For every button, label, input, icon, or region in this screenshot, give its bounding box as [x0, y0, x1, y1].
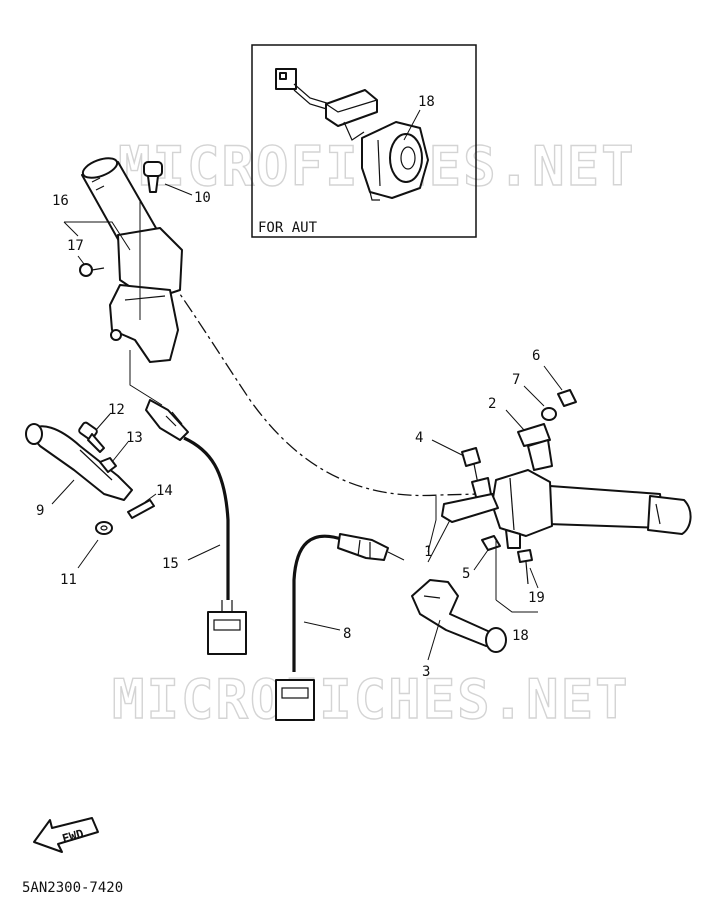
- callout-18: 18: [512, 628, 529, 644]
- callout-10: 10: [194, 190, 211, 206]
- connector-15: [145, 399, 189, 441]
- callout-14: 14: [156, 483, 173, 499]
- nut-5: [481, 535, 501, 551]
- nut-11: [95, 521, 113, 535]
- leader-18-inset: [403, 109, 421, 141]
- inset-switch-housing: [361, 121, 429, 201]
- washer-7: [541, 407, 557, 421]
- screw-6: [557, 389, 577, 407]
- callout-1: 1: [424, 544, 432, 560]
- callout-8: 8: [343, 626, 351, 642]
- callout-15: 15: [162, 556, 179, 572]
- callout-9: 9: [36, 503, 44, 519]
- callout-12: 12: [108, 402, 125, 418]
- leader-18: [495, 599, 538, 613]
- inset-connector: [275, 68, 297, 90]
- callout-5: 5: [462, 566, 470, 582]
- connector-8: [337, 533, 389, 561]
- callout-4: 4: [415, 430, 423, 446]
- watermark-bottom: MICROFICHES.NET: [112, 668, 630, 731]
- clutch-lever: [25, 423, 133, 501]
- lever-bracket: [441, 477, 499, 523]
- inset-for-aut: 18 FOR AUT: [251, 44, 477, 238]
- fwd-label: FWD: [61, 827, 86, 846]
- bolt-4: [461, 447, 481, 485]
- callout-13: 13: [126, 430, 143, 446]
- callout-3: 3: [422, 664, 430, 680]
- screw-17: [79, 263, 105, 277]
- screw-14: [127, 499, 155, 519]
- inset-label: FOR AUT: [258, 220, 318, 236]
- bolt-12: [78, 421, 105, 453]
- bracket-2: [517, 423, 553, 471]
- fwd-arrow: FWD: [33, 817, 99, 853]
- brake-lever: [411, 579, 507, 653]
- wire-15: [183, 436, 230, 600]
- callout-6: 6: [532, 348, 540, 364]
- callout-19: 19: [528, 590, 545, 606]
- bolt-10: [143, 161, 163, 193]
- right-handlebar-switch: [491, 469, 553, 549]
- inset-switch-box: [325, 89, 378, 127]
- callout-2: 2: [488, 396, 496, 412]
- handlebar-centerline: [139, 239, 561, 497]
- drawing-code: 5AN2300-7420: [22, 880, 123, 896]
- callout-17: 17: [67, 238, 84, 254]
- left-handlebar-switch: [109, 227, 183, 363]
- callout-7: 7: [512, 372, 520, 388]
- callout-11: 11: [60, 572, 77, 588]
- right-grip: [547, 485, 692, 535]
- leader-16: [63, 221, 131, 251]
- callout-18-inset: 18: [418, 94, 435, 110]
- screw-19: [517, 549, 533, 585]
- leader-10: [164, 183, 193, 196]
- wire-8: [292, 534, 345, 672]
- callout-16: 16: [52, 193, 69, 209]
- coupler-8: [275, 679, 315, 721]
- coupler-15: [207, 600, 247, 655]
